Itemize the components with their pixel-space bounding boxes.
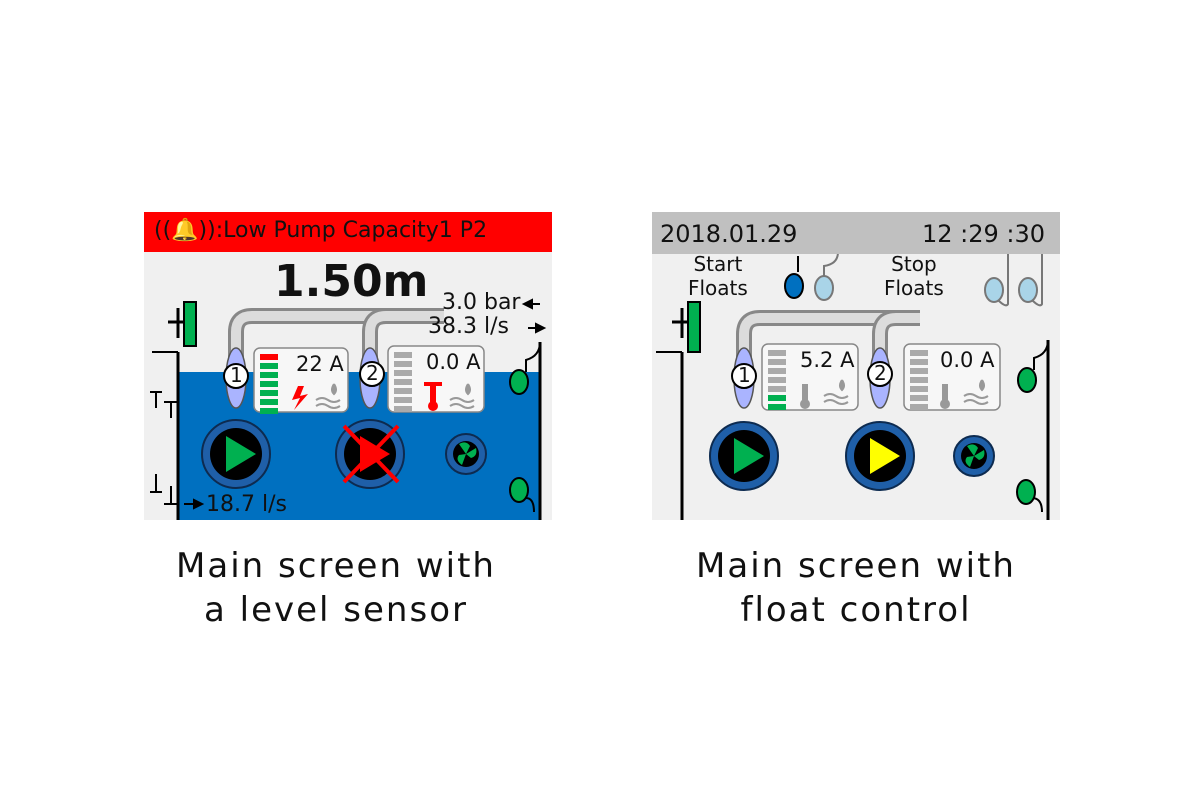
pump-2-fault-button[interactable]: [335, 419, 405, 489]
float-icon: [1017, 339, 1049, 393]
pump-1-level-bars: [260, 354, 278, 414]
float-icon: [509, 341, 541, 395]
level-bar-segment: [768, 377, 786, 383]
thermometer-icon: [940, 384, 950, 409]
level-bar-segment: [394, 352, 412, 358]
level-bar-segment: [768, 350, 786, 356]
level-bar-segment: [260, 381, 278, 387]
level-bar-segment: [394, 379, 412, 385]
lightning-icon: [292, 386, 308, 410]
float-control-screen: 2018.01.29 12 :29 :30 Start Floats Stop …: [652, 212, 1060, 520]
level-limit-arrows-icon: [150, 391, 178, 505]
status-bar: [652, 212, 1060, 254]
level-bar-segment: [260, 372, 278, 378]
pump-2-level-bars: [394, 352, 412, 412]
start-float-2-icon: [814, 251, 839, 301]
pump-2-number-badge: [867, 361, 893, 387]
play-icon: [870, 438, 900, 474]
play-icon: [360, 436, 390, 472]
alarm-message: ((🔔)):Low Pump Capacity1 P2: [154, 218, 488, 243]
caption-float-control: Main screen with float control: [696, 546, 1016, 630]
pump-2-number-badge: [359, 361, 385, 387]
fan-icon[interactable]: [953, 435, 995, 477]
pump-1-run-button[interactable]: [709, 421, 779, 491]
play-icon: [226, 436, 256, 472]
level-bar-segment: [394, 397, 412, 403]
level-bar-segment: [910, 359, 928, 365]
pump-2-number: 2: [366, 361, 379, 385]
play-icon: [734, 438, 764, 474]
level-bar-segment: [910, 350, 928, 356]
pump-1-number-badge: [223, 363, 249, 389]
pump-2-number: 2: [874, 361, 887, 385]
float-control-diagram: [656, 251, 1050, 520]
stop-float-1-icon: [984, 252, 1009, 307]
moisture-icon: [963, 379, 989, 405]
moisture-icon: [823, 379, 849, 405]
level-bar-segment: [910, 395, 928, 401]
level-bar-segment: [768, 404, 786, 410]
date-readout: 2018.01.29: [660, 220, 798, 248]
pump-1-run-button[interactable]: [201, 419, 271, 489]
pump-1-number-badge: [731, 363, 757, 389]
pump-1-level-bars: [768, 350, 786, 410]
inlet-valve-icon: [672, 301, 701, 353]
float-icon: [509, 477, 535, 513]
stop-float-2-icon: [1018, 252, 1043, 307]
thermometer-icon: [800, 384, 810, 409]
level-bar-segment: [768, 368, 786, 374]
level-sensor-diagram: [150, 298, 547, 520]
level-bar-segment: [394, 370, 412, 376]
level-bar-segment: [768, 359, 786, 365]
moisture-icon: [315, 383, 341, 409]
level-bar-segment: [910, 368, 928, 374]
level-bar-segment: [394, 388, 412, 394]
stop-floats-label: Stop Floats: [884, 252, 944, 300]
moisture-icon: [449, 383, 475, 409]
level-bar-segment: [910, 377, 928, 383]
level-bar-segment: [260, 408, 278, 414]
discharge-pipes: [733, 310, 920, 409]
level-bar-segment: [260, 390, 278, 396]
start-floats-label: Start Floats: [688, 252, 748, 300]
water-level-readout: 1.50m: [274, 256, 429, 307]
time-readout: 12 :29 :30: [922, 220, 1046, 248]
thermometer-icon: [424, 382, 442, 411]
fan-icon[interactable]: [445, 433, 487, 475]
pump-2-current: 0.0 A: [426, 350, 481, 374]
pump-2-current: 0.0 A: [940, 348, 995, 372]
level-bar-segment: [768, 386, 786, 392]
level-bar-segment: [394, 361, 412, 367]
pump-1-number: 1: [738, 363, 751, 387]
level-bar-segment: [260, 399, 278, 405]
outflow-readout: 38.3 l/s: [428, 314, 509, 339]
pump-1-current: 5.2 A: [800, 348, 855, 372]
pump-2-standby-button[interactable]: [845, 421, 915, 491]
level-bar-segment: [768, 395, 786, 401]
level-bar-segment: [260, 354, 278, 360]
inflow-readout: 18.7 l/s: [206, 492, 287, 517]
pump-2-level-bars: [910, 350, 928, 410]
level-bar-segment: [260, 363, 278, 369]
flow-arrows-icon: [184, 298, 547, 510]
level-sensor-screen: ((🔔)):Low Pump Capacity1 P2 1.50m 3.0 ba…: [144, 212, 552, 520]
inlet-valve-icon: [168, 301, 197, 347]
float-icon: [1016, 479, 1043, 513]
level-bar-segment: [910, 386, 928, 392]
alarm-bar[interactable]: ((🔔)):Low Pump Capacity1 P2: [144, 212, 552, 252]
pump-1-current: 22 A: [296, 352, 344, 376]
pressure-readout: 3.0 bar: [442, 290, 521, 315]
caption-level-sensor: Main screen with a level sensor: [176, 546, 496, 630]
level-bar-segment: [910, 404, 928, 410]
level-bar-segment: [394, 406, 412, 412]
pump-1-number: 1: [230, 363, 243, 387]
start-float-1-icon: [784, 256, 804, 299]
